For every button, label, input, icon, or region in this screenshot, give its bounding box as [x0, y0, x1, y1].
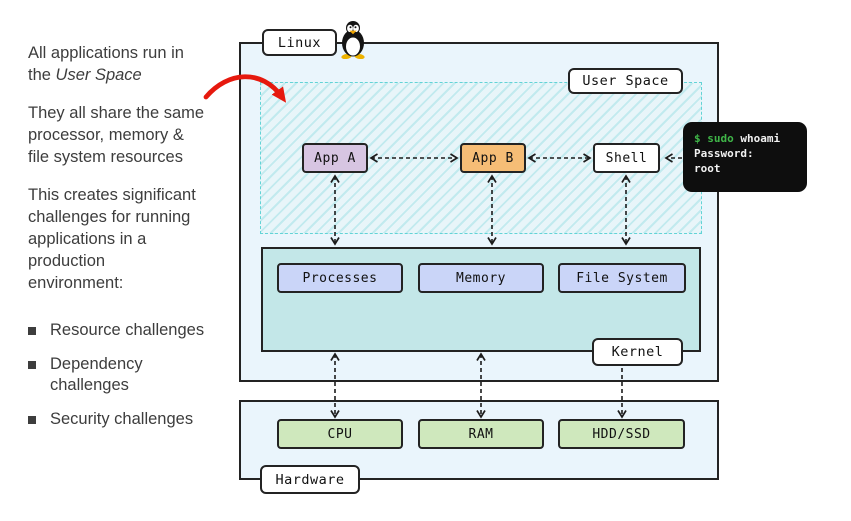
hardware-label: Hardware: [260, 465, 360, 494]
ram-node: RAM: [418, 419, 544, 449]
terminal-command: whoami: [733, 132, 781, 145]
linux-label: Linux: [262, 29, 337, 56]
kernel-label: Kernel: [592, 338, 683, 366]
hdd-ssd-node: HDD/SSD: [558, 419, 685, 449]
terminal-line-3: root: [694, 162, 721, 175]
tux-penguin-icon: [341, 21, 365, 59]
list-item-dependency: Dependency challenges: [28, 354, 230, 396]
terminal-window: $ sudo whoami Password: root: [683, 122, 807, 192]
terminal-prompt: $ sudo: [694, 132, 734, 145]
user-space-italic: User Space: [55, 66, 142, 84]
square-bullet-icon: [28, 416, 36, 424]
square-bullet-icon: [28, 327, 36, 335]
memory-node: Memory: [418, 263, 544, 293]
app-b-node: App B: [460, 143, 526, 173]
terminal-line-1: $ sudo whoami: [694, 131, 796, 146]
challenges-list: Resource challenges Dependency challenge…: [28, 320, 230, 430]
list-item-resource: Resource challenges: [28, 320, 230, 341]
terminal-line-2: Password:: [694, 147, 754, 160]
cpu-node: CPU: [277, 419, 403, 449]
file-system-node: File System: [558, 263, 686, 293]
app-a-node: App A: [302, 143, 368, 173]
shell-node: Shell: [593, 143, 660, 173]
list-item-security: Security challenges: [28, 409, 230, 430]
paragraph-shared-resources: They all share the same processor, memor…: [28, 104, 205, 166]
paragraph-challenges-intro: This creates significant challenges for …: [28, 186, 196, 292]
processes-node: Processes: [277, 263, 403, 293]
user-space-label: User Space: [568, 68, 683, 94]
square-bullet-icon: [28, 361, 36, 369]
